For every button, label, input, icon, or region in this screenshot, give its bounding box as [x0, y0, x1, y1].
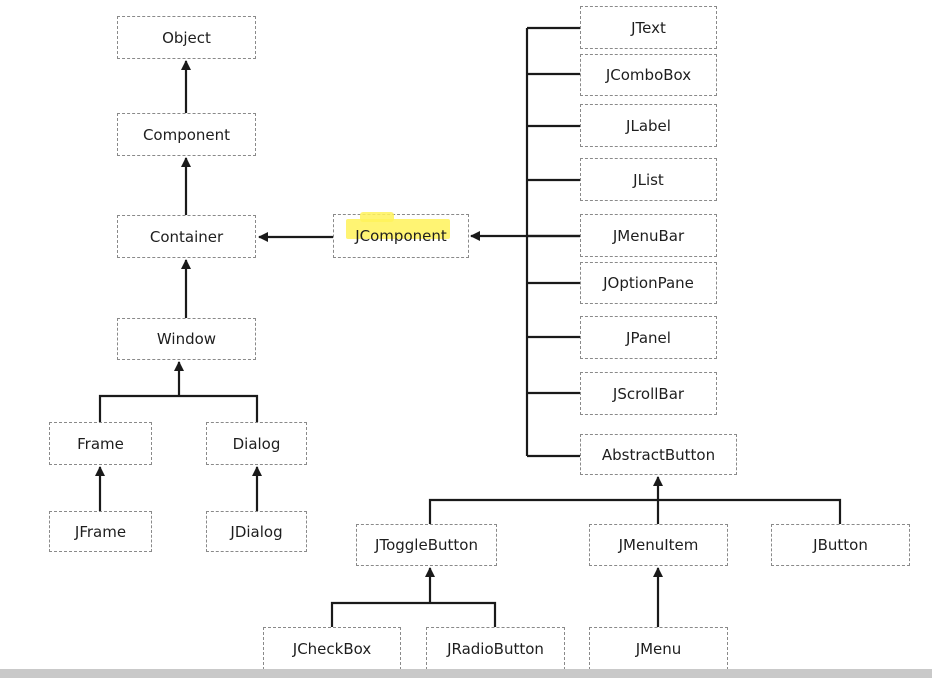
- node-jcheckbox: JCheckBox: [263, 627, 401, 670]
- highlighter-mark: [346, 219, 450, 239]
- node-joptionpane: JOptionPane: [580, 262, 717, 304]
- node-jbutton: JButton: [771, 524, 910, 566]
- highlighter-mark-top: [360, 212, 394, 222]
- node-jtogglebutton: JToggleButton: [356, 524, 497, 566]
- node-window: Window: [117, 318, 256, 360]
- node-component: Component: [117, 113, 256, 156]
- node-jdialog: JDialog: [206, 511, 307, 552]
- bottom-bar: [0, 669, 932, 678]
- edge-frame-dialog-tee: [98, 394, 259, 422]
- node-container: Container: [117, 215, 256, 258]
- node-dialog: Dialog: [206, 422, 307, 465]
- node-jcombobox: JComboBox: [580, 54, 717, 96]
- node-jmenu: JMenu: [589, 627, 728, 670]
- node-jmenuitem: JMenuItem: [589, 524, 728, 566]
- node-jpanel: JPanel: [580, 316, 717, 359]
- node-jlabel: JLabel: [580, 104, 717, 147]
- node-jscrollbar: JScrollBar: [580, 372, 717, 415]
- node-jmenubar: JMenuBar: [580, 214, 717, 257]
- node-object: Object: [117, 16, 256, 59]
- node-jradiobutton: JRadioButton: [426, 627, 565, 670]
- node-jframe: JFrame: [49, 511, 152, 552]
- node-frame: Frame: [49, 422, 152, 465]
- node-jlist: JList: [580, 158, 717, 201]
- node-jtext: JText: [580, 6, 717, 49]
- edge-checkbox-radio-tee: [330, 601, 497, 627]
- node-abstractbutton: AbstractButton: [580, 434, 737, 475]
- edge-buttons-tee: [428, 498, 842, 524]
- node-jcomponent: JComponent: [333, 212, 469, 258]
